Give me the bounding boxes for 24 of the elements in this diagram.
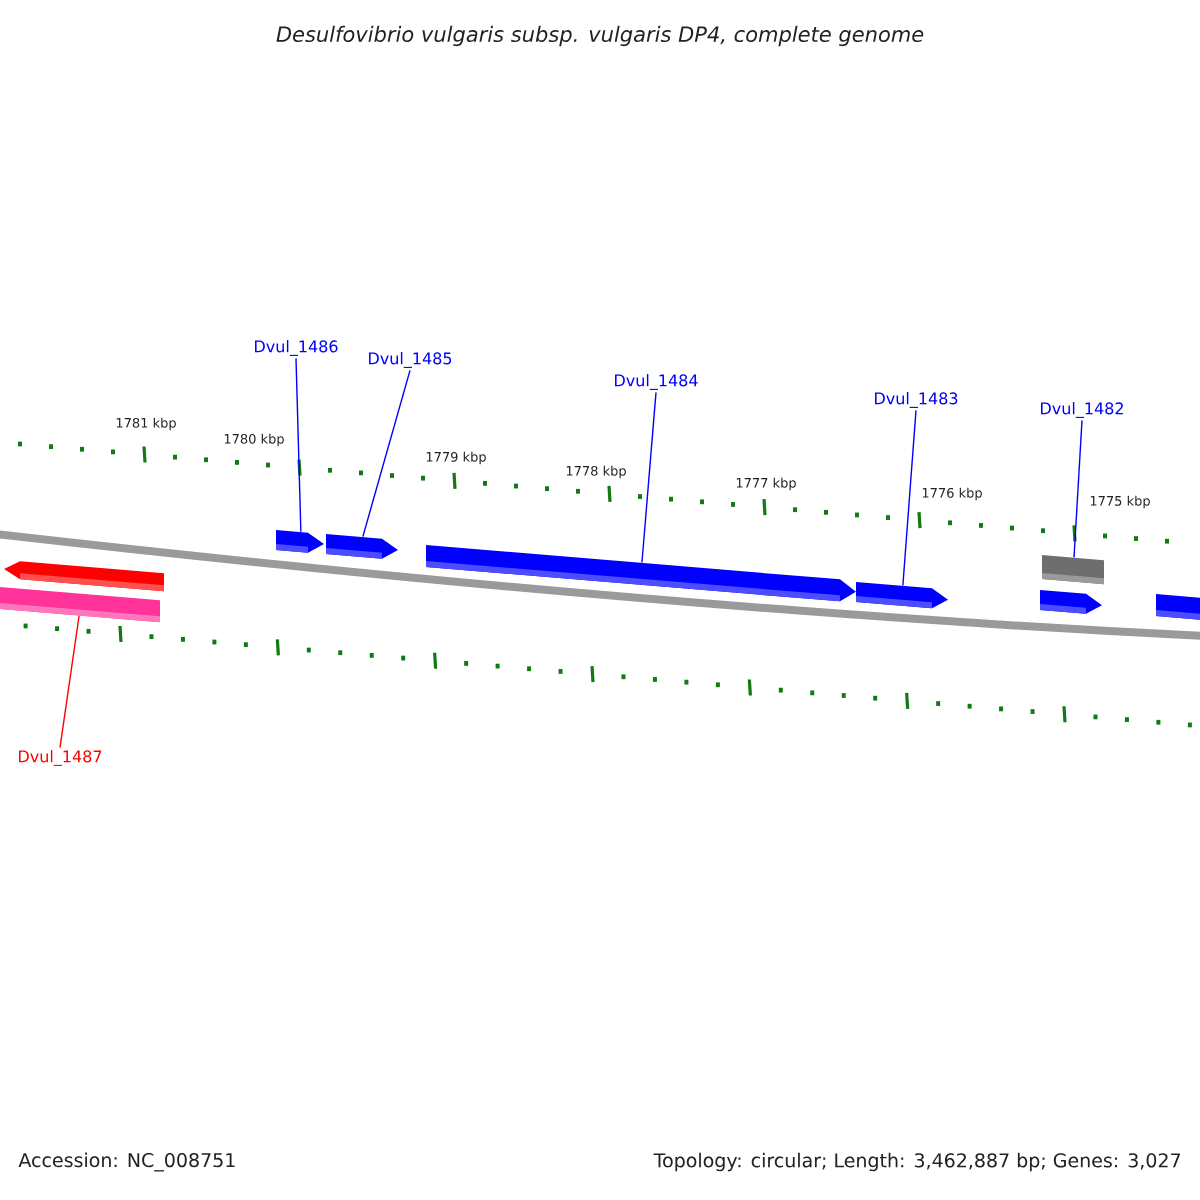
gene-feature	[426, 545, 856, 602]
title: Desulfovibrio vulgaris subsp. vulgaris DP4, complete genome	[276, 25, 924, 47]
gene-feature	[326, 534, 398, 559]
gene-feature	[1042, 555, 1104, 585]
gene-feature	[276, 530, 324, 553]
leader-line	[295, 357, 302, 533]
gene-label: Dvul_1483	[875, 392, 958, 408]
gene-label: Dvul_1482	[1041, 402, 1123, 418]
accession-text: Accession: NC_008751	[18, 1152, 235, 1172]
gene-feature	[1040, 590, 1102, 614]
gene-feature	[1156, 594, 1200, 620]
gene-label: Dvul_1487	[19, 750, 102, 766]
leader-line	[59, 615, 80, 749]
leader-line	[1073, 419, 1083, 558]
gene-label: Dvul_1484	[615, 374, 698, 390]
gene-feature	[4, 561, 164, 592]
leader-line	[641, 391, 657, 564]
leader-line	[362, 369, 411, 538]
gene-label: Dvul_1486	[255, 340, 338, 356]
gene-feature	[0, 587, 160, 623]
genome-info-text: Topology: circular; Length: 3,462,887 bp; Genes: 3,027	[653, 1152, 1180, 1172]
gene-feature	[856, 582, 948, 609]
leader-line	[902, 409, 917, 587]
gene-label: Dvul_1485	[369, 352, 452, 368]
